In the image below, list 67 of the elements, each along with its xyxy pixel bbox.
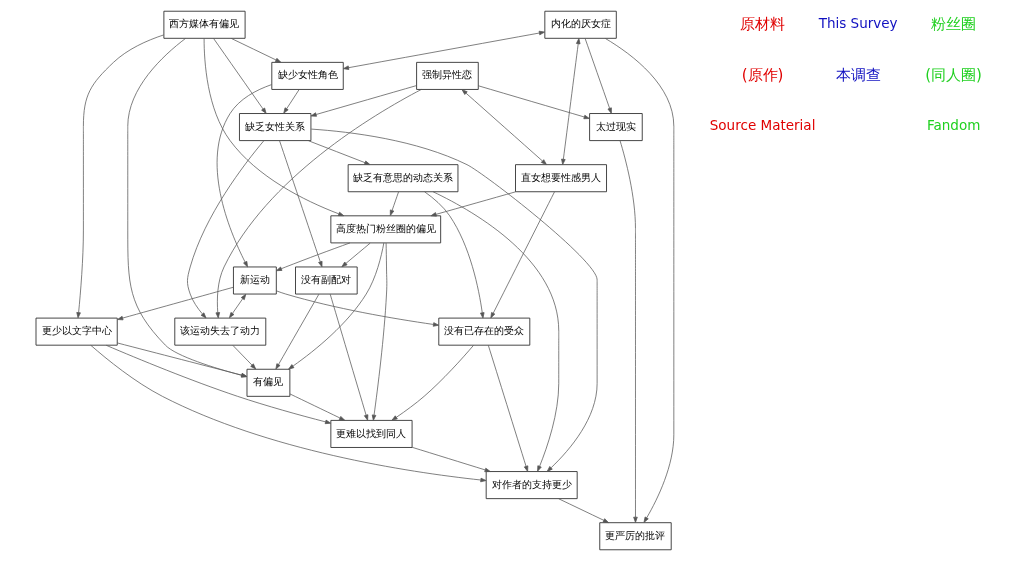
node-box: 没有已存在的受众 [437,317,530,346]
arrow [329,293,368,421]
node-box: 高度热门粉丝圈的偏见 [329,215,441,244]
arrow [411,446,491,473]
label: This Survey [818,15,898,32]
arrow [216,84,272,268]
arrow [584,38,612,114]
node-box: 没有副配对 [294,266,358,295]
node-box: 更严厉的批评 [598,522,672,551]
arrow [89,344,486,483]
arrow [489,191,555,319]
arrow [289,393,345,421]
arrow [282,89,299,114]
node-box: 该运动失去了动力 [173,317,266,346]
arrow [461,89,547,165]
node-box: 内化的厌女症 [543,10,617,39]
arrow [557,498,609,523]
arrow [275,290,439,327]
arrow [116,286,234,321]
arrow [432,191,559,472]
node-box: 缺乏有意思的动态关系 [347,164,458,193]
arrow [310,128,597,472]
arrow [212,38,266,114]
arrow [228,293,246,319]
label: (同人圈) [924,65,982,84]
label: 原材料 [739,14,785,33]
node-box: 对作者的支持更少 [485,471,578,500]
arrow [232,345,256,370]
arrow [203,38,344,217]
arrow [230,38,281,63]
arrow [430,191,516,217]
node-box: 更难以找到同人 [329,419,413,448]
arrow [560,38,580,165]
arrow [287,242,384,370]
node-box: 直女想要性感男人 [514,164,607,193]
node-box: 太过现实 [588,113,643,142]
arrow [215,89,422,319]
label: 粉丝圈 [930,14,976,33]
arrow [75,34,164,319]
arrow [186,140,264,319]
node-box: 缺少女性角色 [270,61,344,90]
node-box: 有偏见 [246,368,290,397]
arrow [423,191,484,319]
node-box: 更少以文字中心 [35,317,118,346]
arrow [477,85,590,120]
label: Source Material [709,117,815,134]
node-box: 强制异性恋 [415,61,479,90]
arrow [307,140,370,165]
arrow [604,38,674,523]
arrow [371,242,387,421]
arrow [278,140,322,268]
arrow [342,30,545,70]
arrow [391,345,474,421]
label: Fandom [926,117,980,134]
arrow [275,242,350,272]
arrow [274,293,319,370]
node-box: 西方媒体有偏见 [162,10,246,39]
node-box: 缺乏女性关系 [238,113,311,142]
arrow [105,344,331,425]
arrow [389,191,399,216]
arrow [487,344,528,472]
arrow [619,140,638,523]
label: 本调查 [835,65,881,84]
label: (原作) [741,65,783,84]
node-box: 新运动 [232,266,277,295]
arrow [340,242,371,268]
arrow [310,85,417,117]
